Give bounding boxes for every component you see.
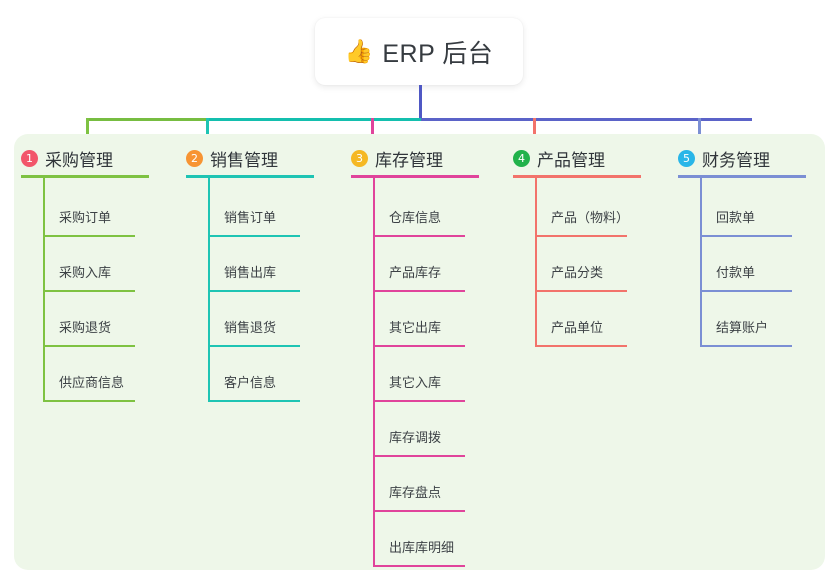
list-item-label: 出库库明细 [389, 540, 455, 555]
column-badge-3: 3 [351, 150, 368, 167]
list-item-underline [700, 290, 792, 292]
column-spine-3 [373, 178, 375, 567]
column-title-4: 产品管理 [537, 151, 605, 170]
page-title: ERP 后台 [382, 39, 494, 68]
mindmap-panel: 1 采购管理采购订单采购入库采购退货供应商信息 2 销售管理销售订单销售出库销售退货客… [14, 134, 825, 570]
column-header-1[interactable]: 1 采购管理 [21, 146, 113, 171]
list-item-underline [208, 400, 300, 402]
list-item-underline [43, 400, 135, 402]
list-item-underline [700, 235, 792, 237]
list-item-label: 回款单 [716, 210, 756, 225]
column-badge-5: 5 [678, 150, 695, 167]
list-item-underline [535, 235, 627, 237]
list-item-label: 产品库存 [389, 265, 442, 280]
column-underline-4 [513, 175, 641, 178]
list-item-label: 采购入库 [59, 265, 112, 280]
root-node-card[interactable]: 👍 ERP 后台 [315, 18, 523, 85]
list-item-label: 结算账户 [716, 320, 769, 335]
list-item-label: 其它入库 [389, 375, 442, 390]
column-underline-2 [186, 175, 314, 178]
list-item-underline [373, 510, 465, 512]
list-item-label: 其它出库 [389, 320, 442, 335]
list-item-label: 销售订单 [224, 210, 277, 225]
list-item-underline [535, 290, 627, 292]
list-item-label: 销售出库 [224, 265, 277, 280]
list-item-underline [208, 345, 300, 347]
column-title-1: 采购管理 [45, 151, 113, 170]
column-title-2: 销售管理 [210, 151, 278, 170]
list-item-underline [373, 235, 465, 237]
list-item-label: 客户信息 [224, 375, 277, 390]
list-item-label: 产品单位 [551, 320, 604, 335]
list-item-label: 仓库信息 [389, 210, 442, 225]
column-underline-5 [678, 175, 806, 178]
list-item-label: 采购订单 [59, 210, 112, 225]
column-badge-4: 4 [513, 150, 530, 167]
column-badge-2: 2 [186, 150, 203, 167]
list-item-label: 销售退货 [224, 320, 277, 335]
bus-segment-teal [206, 118, 421, 121]
list-item-underline [373, 345, 465, 347]
list-item-underline [43, 290, 135, 292]
trunk-connector-vertical [419, 85, 422, 120]
column-spine-5 [700, 178, 702, 347]
list-item-underline [43, 235, 135, 237]
column-title-5: 财务管理 [702, 151, 770, 170]
list-item-underline [373, 400, 465, 402]
list-item-label: 库存盘点 [389, 485, 442, 500]
list-item-underline [373, 455, 465, 457]
bus-segment-green [86, 118, 206, 121]
list-item-label: 库存调拨 [389, 430, 442, 445]
list-item-label: 产品（物料） [551, 210, 630, 225]
column-underline-1 [21, 175, 149, 178]
column-header-2[interactable]: 2 销售管理 [186, 146, 278, 171]
bus-segment-blue [421, 118, 752, 121]
list-item-label: 付款单 [716, 265, 756, 280]
column-badge-1: 1 [21, 150, 38, 167]
list-item-underline [43, 345, 135, 347]
list-item-underline [373, 290, 465, 292]
column-spine-4 [535, 178, 537, 347]
column-header-3[interactable]: 3 库存管理 [351, 146, 443, 171]
list-item-underline [535, 345, 627, 347]
column-title-3: 库存管理 [375, 151, 443, 170]
list-item-underline [208, 235, 300, 237]
list-item-underline [373, 565, 465, 567]
list-item-label: 采购退货 [59, 320, 112, 335]
thumbs-up-icon: 👍 [344, 38, 374, 64]
list-item-label: 供应商信息 [59, 375, 125, 390]
column-underline-3 [351, 175, 479, 178]
list-item-underline [700, 345, 792, 347]
list-item-underline [208, 290, 300, 292]
column-header-5[interactable]: 5 财务管理 [678, 146, 770, 171]
list-item-label: 产品分类 [551, 265, 604, 280]
column-header-4[interactable]: 4 产品管理 [513, 146, 605, 171]
